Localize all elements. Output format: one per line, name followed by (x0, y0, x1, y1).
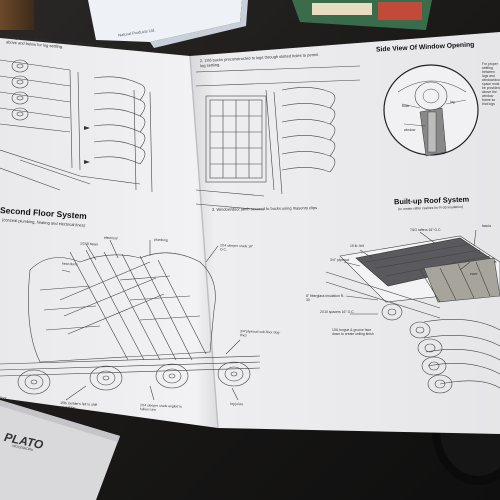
roof-label-plywood: 3/4" plywood (330, 258, 350, 262)
roof-label-tongue-groove: 1X6 tongue & groove face down to create … (332, 328, 374, 336)
label-sleeper-studs: 2X4 sleeper studs 16" O.C. (219, 243, 254, 252)
side-view-label-buck: buck (402, 104, 410, 108)
window-drawing (195, 65, 361, 211)
side-view-label-log: log (450, 100, 455, 104)
roof-label-spacers: 2X10 spacers 16" O.C. (320, 310, 355, 314)
wood-block (0, 0, 34, 30)
log-wall-arrows-left (84, 126, 90, 164)
label-log-joists: log joists (229, 401, 244, 407)
product-box (88, 0, 242, 42)
page-fold (189, 55, 219, 429)
side-view-label-window: window (404, 128, 416, 132)
booklet-left-page (0, 38, 218, 428)
roof-label-fascia: fascia (482, 224, 491, 228)
label-floor: floor (0, 395, 7, 401)
roof-system-drawing (325, 229, 500, 394)
roof-label-felt: 15 lb. felt (350, 244, 364, 248)
label-electrical: electrical (103, 235, 118, 241)
book-bottom-left (0, 400, 120, 500)
roof-label-insulation: 8" fiberglass insulation R-30 (306, 294, 345, 302)
label-plumbing: plumbing (153, 237, 168, 243)
log-wall-drawing-left (0, 59, 153, 193)
label-subfloor: 3/4"plywood sub-floor (tog-fine) (239, 329, 281, 338)
label-sleeper-angled: 2X4 sleeper studs angled to follow runs (139, 403, 183, 412)
roof-label-rafters: T&G rafters 16" O.C. (410, 228, 442, 232)
floor-system-drawing (0, 239, 261, 401)
side-view-text: For proper settling between logs and win… (482, 62, 500, 106)
side-view-circle (383, 64, 479, 157)
label-heat-ducts: heat ducts (61, 261, 78, 267)
roof-label-eave: eave (470, 272, 478, 276)
